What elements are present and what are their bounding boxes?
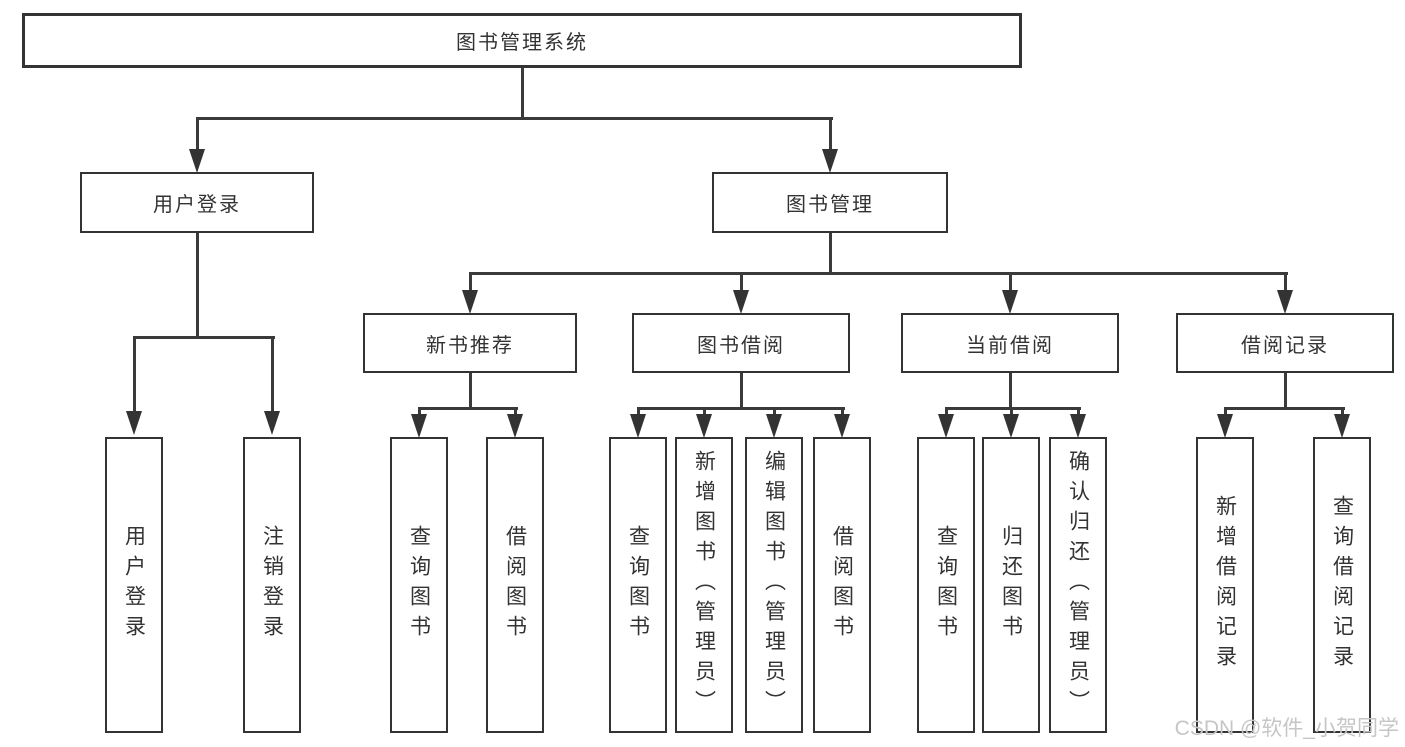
arrow-down-icon: [189, 149, 205, 173]
node-label: 图书管理: [786, 194, 874, 216]
connector-line: [638, 407, 845, 410]
arrow-down-icon: [696, 414, 712, 438]
node-label: 图书借阅: [697, 334, 785, 357]
node-label: 当前借阅: [966, 334, 1054, 357]
node-user-login: 用户登录: [80, 172, 314, 233]
node-new-book-recommend: 新书推荐: [363, 313, 577, 373]
arrow-down-icon: [630, 414, 646, 438]
arrow-down-icon: [822, 149, 838, 173]
connector-line: [1009, 407, 1013, 417]
node-leaf-user-login: 用户登录: [105, 437, 163, 733]
node-book-management: 图书管理: [712, 172, 948, 233]
arrow-down-icon: [462, 290, 478, 314]
connector-line: [1076, 407, 1080, 417]
node-label: 新增图书（管理员）: [692, 450, 716, 720]
connector-line: [1223, 407, 1227, 417]
node-leaf-borrow-books-2: 借阅图书: [813, 437, 871, 733]
connector-line: [739, 272, 743, 294]
node-label: 借阅图书: [503, 525, 527, 645]
node-label: 确认归还（管理员）: [1066, 450, 1090, 720]
node-leaf-query-borrow-record: 查询借阅记录: [1313, 437, 1371, 733]
connector-line: [739, 373, 743, 410]
arrow-down-icon: [938, 414, 954, 438]
connector-line: [702, 407, 706, 417]
node-label: 归还图书: [999, 525, 1023, 645]
node-label: 查询图书: [626, 525, 650, 645]
arrow-down-icon: [507, 414, 523, 438]
connector-line: [195, 233, 199, 339]
connector-line: [828, 117, 832, 155]
node-label: 查询图书: [407, 525, 431, 645]
node-label: 借阅记录: [1241, 334, 1329, 357]
connector-line: [1283, 373, 1287, 410]
node-label: 新增借阅记录: [1213, 495, 1237, 675]
connector-line: [197, 117, 833, 120]
node-label: 编辑图书（管理员）: [762, 450, 786, 720]
node-leaf-borrow-books-1: 借阅图书: [486, 437, 544, 733]
connector-line: [1340, 407, 1344, 417]
arrow-down-icon: [411, 414, 427, 438]
connector-line: [1008, 272, 1012, 294]
arrow-down-icon: [126, 411, 142, 435]
node-leaf-return-books: 归还图书: [982, 437, 1040, 733]
arrow-down-icon: [1277, 290, 1293, 314]
node-label: 注销登录: [260, 525, 284, 645]
connector-line: [520, 68, 524, 120]
connector-line: [946, 407, 1081, 410]
node-leaf-logout: 注销登录: [243, 437, 301, 733]
node-leaf-confirm-return-admin: 确认归还（管理员）: [1049, 437, 1107, 733]
connector-line: [1225, 407, 1345, 410]
node-label: 新书推荐: [426, 334, 514, 357]
connector-line: [636, 407, 640, 417]
node-book-borrow: 图书借阅: [632, 313, 850, 373]
connector-line: [470, 272, 1288, 275]
connector-line: [468, 373, 472, 410]
connector-line: [513, 407, 517, 417]
node-root-library-system: 图书管理系统: [22, 13, 1022, 68]
connector-line: [828, 233, 832, 275]
node-leaf-add-borrow-record: 新增借阅记录: [1196, 437, 1254, 733]
connector-line: [417, 407, 421, 417]
connector-line: [195, 117, 199, 155]
node-leaf-query-books-1: 查询图书: [390, 437, 448, 733]
connector-line: [944, 407, 948, 417]
connector-line: [840, 407, 844, 417]
connector-line: [419, 407, 518, 410]
arrow-down-icon: [766, 414, 782, 438]
connector-line: [1008, 373, 1012, 410]
arrow-down-icon: [733, 290, 749, 314]
node-label: 用户登录: [122, 525, 146, 645]
node-leaf-add-books-admin: 新增图书（管理员）: [675, 437, 733, 733]
connector-line: [1283, 272, 1287, 294]
node-label: 借阅图书: [830, 525, 854, 645]
connector-line: [134, 336, 275, 339]
node-leaf-query-books-3: 查询图书: [917, 437, 975, 733]
node-label: 图书管理系统: [456, 32, 588, 54]
arrow-down-icon: [1002, 290, 1018, 314]
csdn-watermark: CSDN @软件_小贺同学: [1174, 717, 1399, 740]
connector-line: [270, 336, 274, 416]
node-leaf-edit-books-admin: 编辑图书（管理员）: [745, 437, 803, 733]
node-label: 用户登录: [153, 194, 241, 216]
node-label: 查询借阅记录: [1330, 495, 1354, 675]
connector-line: [772, 407, 776, 417]
arrow-down-icon: [834, 414, 850, 438]
arrow-down-icon: [1217, 414, 1233, 438]
arrow-down-icon: [1003, 414, 1019, 438]
arrow-down-icon: [1070, 414, 1086, 438]
node-label: 查询图书: [934, 525, 958, 645]
node-current-borrow: 当前借阅: [901, 313, 1119, 373]
node-leaf-query-books-2: 查询图书: [609, 437, 667, 733]
arrow-down-icon: [264, 411, 280, 435]
connector-line: [132, 336, 136, 416]
arrow-down-icon: [1334, 414, 1350, 438]
connector-line: [468, 272, 472, 294]
node-borrow-records: 借阅记录: [1176, 313, 1394, 373]
